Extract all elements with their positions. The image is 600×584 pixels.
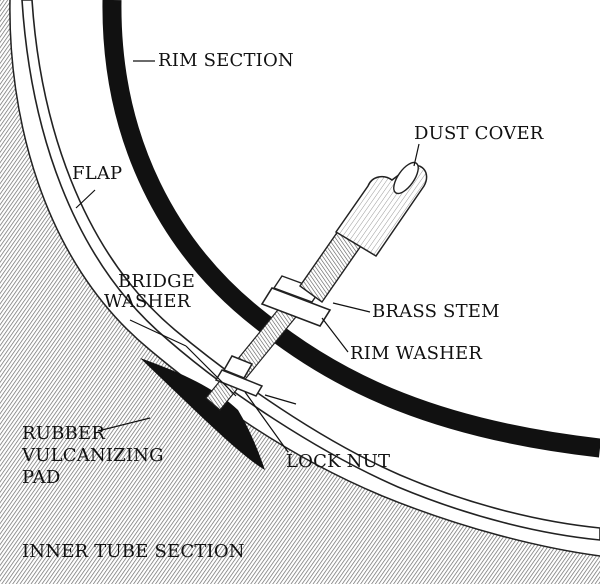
label-brass-stem: BRASS STEM [372, 301, 500, 322]
rim-washer [260, 287, 332, 327]
bridge-washer [214, 369, 264, 397]
leader-lines [75, 60, 420, 453]
label-rubber-pad-line3: PAD [22, 467, 61, 488]
label-rim-washer: RIM WASHER [350, 343, 483, 364]
flap-band [21, 0, 600, 541]
label-flap: FLAP [72, 163, 123, 184]
label-bridge-washer-line1: BRIDGE [118, 271, 196, 292]
label-inner-tube-section: INNER TUBE SECTION [22, 541, 245, 562]
label-bridge-washer-line2: WASHER [104, 291, 191, 312]
label-rubber-pad-line1: RUBBER [22, 423, 106, 444]
label-lock-nut: LOCK NUT [286, 451, 391, 472]
label-dust-cover: DUST COVER [414, 123, 544, 144]
label-rim-section: RIM SECTION [158, 50, 294, 71]
lock-nut [222, 355, 254, 379]
rim-section [102, 0, 600, 458]
valve-stem [205, 161, 428, 411]
label-rubber-pad-line2: VULCANIZING [22, 445, 164, 466]
rubber-vulcanizing-pad [140, 358, 265, 470]
